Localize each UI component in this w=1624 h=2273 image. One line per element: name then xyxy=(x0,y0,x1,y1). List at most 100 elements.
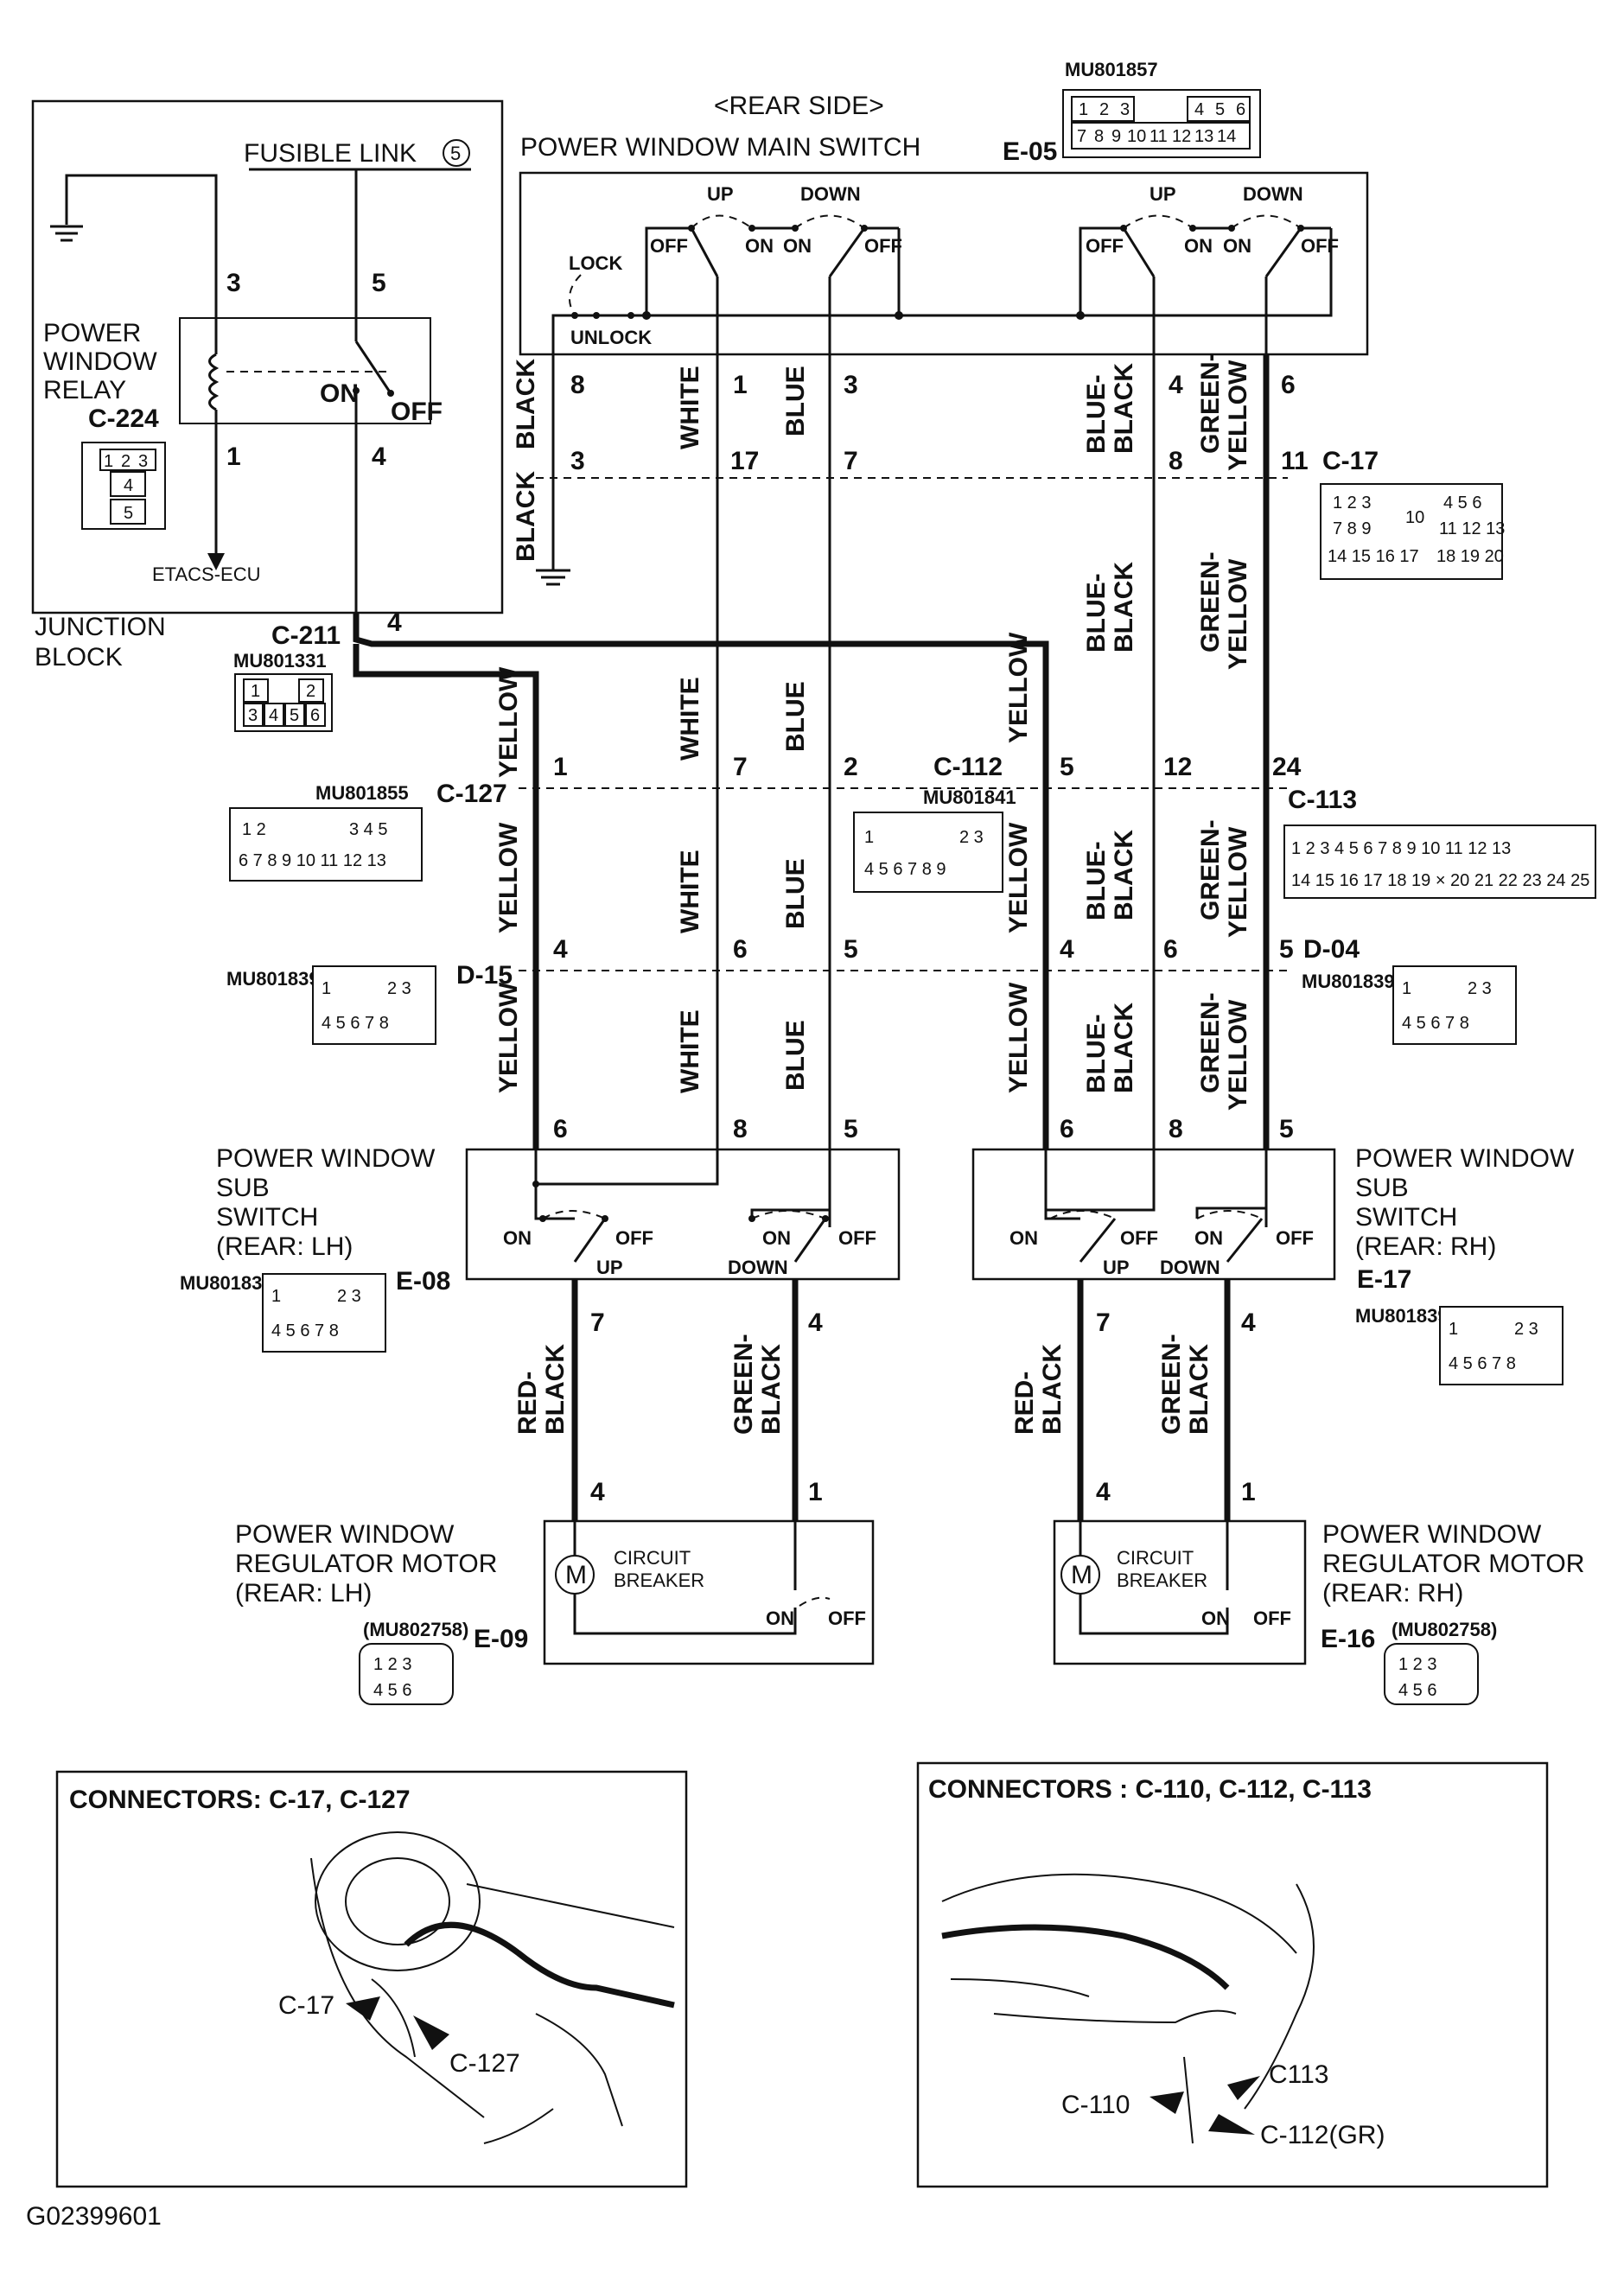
panel-left-title: CONNECTORS: C-17, C-127 xyxy=(69,1786,411,1814)
svg-text:4: 4 xyxy=(269,706,278,725)
e09-pin-1: 1 xyxy=(808,1478,823,1506)
svg-text:1: 1 xyxy=(1079,100,1088,119)
e08-part-no: MU801839 xyxy=(180,1272,273,1294)
d15-part-no: MU801839 xyxy=(226,968,320,990)
wire-label-green-yellow-1b: YELLOW xyxy=(1224,360,1252,471)
svg-text:2 3: 2 3 xyxy=(959,828,984,847)
c113-connector-icon: 1 2 3 4 5 6 7 8 9 10 11 12 13 14 15 16 1… xyxy=(1283,825,1596,899)
fusible-link-number: 5 xyxy=(450,143,461,164)
wire-label-yellow-6: YELLOW xyxy=(1004,982,1033,1093)
svg-text:1 2: 1 2 xyxy=(242,820,266,839)
svg-text:4 5 6 7 8: 4 5 6 7 8 xyxy=(1449,1354,1516,1373)
wires xyxy=(353,354,1270,1521)
relay-pin-5: 5 xyxy=(372,269,386,297)
d15-pin-6: 6 xyxy=(733,935,748,964)
svg-text:4: 4 xyxy=(1194,100,1204,119)
svg-text:9: 9 xyxy=(1111,127,1121,146)
arrow-icon xyxy=(1150,2092,1184,2114)
rh-motor-label-3: (REAR: RH) xyxy=(1322,1579,1463,1608)
callout-c110-label: C-110 xyxy=(1061,2091,1130,2119)
c17-pin-7: 7 xyxy=(844,447,858,475)
main-switch-view-label: <REAR SIDE> xyxy=(714,92,884,120)
e08-pin-4: 4 xyxy=(808,1308,823,1337)
c127-pin-1: 1 xyxy=(553,753,568,781)
d04-part-no: MU801839 xyxy=(1302,971,1395,992)
wire-label-blue-4: BLUE xyxy=(781,1020,810,1091)
svg-text:6 7 8 9 10 11 12 13: 6 7 8 9 10 11 12 13 xyxy=(239,851,386,870)
e09-pin-4: 4 xyxy=(590,1478,605,1506)
main-left-off-2: OFF xyxy=(864,235,902,257)
svg-text:4: 4 xyxy=(124,476,133,495)
e17-pin-7: 7 xyxy=(1096,1308,1111,1337)
arrow-icon xyxy=(413,2015,449,2050)
c112-pin-24: 24 xyxy=(1272,753,1302,781)
main-pin-1: 1 xyxy=(733,371,748,399)
svg-text:1: 1 xyxy=(271,1287,281,1306)
e08-on-label-1: ON xyxy=(503,1227,532,1249)
main-right-on-1: ON xyxy=(1184,235,1213,257)
svg-text:3: 3 xyxy=(1120,100,1130,119)
rh-breaker-label-2: BREAKER xyxy=(1117,1569,1207,1591)
wire-label-yellow-2: YELLOW xyxy=(1004,632,1033,743)
svg-text:18 19 20: 18 19 20 xyxy=(1436,547,1504,566)
rh-motor-symbol: M xyxy=(1071,1561,1092,1589)
lh-breaker-label-2: BREAKER xyxy=(614,1569,704,1591)
e08-connector-id: E-08 xyxy=(396,1267,450,1296)
wire-label-white-4: WHITE xyxy=(676,1009,704,1093)
callout-c113-label: C113 xyxy=(1269,2060,1329,2089)
wire-label-green-yellow-3a: GREEN- xyxy=(1196,819,1225,920)
arrow-icon xyxy=(1208,2114,1255,2135)
svg-text:1: 1 xyxy=(322,979,331,998)
main-right-on-2: ON xyxy=(1223,235,1251,257)
d04-pin-4: 4 xyxy=(1060,935,1074,964)
e17-connector-id: E-17 xyxy=(1357,1265,1411,1294)
power-window-main-switch: <REAR SIDE> POWER WINDOW MAIN SWITCH E-0… xyxy=(519,59,1369,356)
e08-pin-8: 8 xyxy=(733,1115,748,1143)
relay-label-2: WINDOW xyxy=(43,347,157,376)
main-left-down-label: DOWN xyxy=(800,183,861,205)
svg-text:3: 3 xyxy=(248,706,258,725)
svg-text:5: 5 xyxy=(124,504,133,523)
svg-text:11 12 13: 11 12 13 xyxy=(1439,519,1505,538)
wire-label-green-yellow-2a: GREEN- xyxy=(1196,551,1225,653)
wire-label-yellow-1: YELLOW xyxy=(494,666,523,778)
wire-label-blue-3: BLUE xyxy=(781,858,810,929)
svg-text:4 5 6 7 8: 4 5 6 7 8 xyxy=(1402,1014,1469,1033)
c211-connector-id: C-211 xyxy=(271,621,341,650)
rh-sub-switch-label-1: POWER WINDOW xyxy=(1355,1144,1575,1173)
e08-on-label-2: ON xyxy=(762,1227,791,1249)
svg-text:4 5 6 7 8 9: 4 5 6 7 8 9 xyxy=(864,860,946,879)
lock-label: LOCK xyxy=(569,252,622,274)
svg-text:2 3: 2 3 xyxy=(1468,979,1492,998)
rh-breaker-on: ON xyxy=(1201,1608,1230,1629)
main-switch-connector-id: E-05 xyxy=(1003,137,1057,166)
svg-text:6: 6 xyxy=(1236,100,1245,119)
e08-off-label-1: OFF xyxy=(615,1227,653,1249)
wire-label-blue-1: BLUE xyxy=(781,366,810,436)
d15-pin-4: 4 xyxy=(553,935,568,964)
c17-pin-17: 17 xyxy=(730,447,759,475)
wire-label-blue-2: BLUE xyxy=(781,681,810,752)
e08-off-label-2: OFF xyxy=(838,1227,876,1249)
wire-label-blue-black-4a: BLUE- xyxy=(1082,1014,1111,1093)
svg-text:11: 11 xyxy=(1150,127,1168,146)
wire-label-white-3: WHITE xyxy=(676,850,704,933)
e17-on-label-2: ON xyxy=(1194,1227,1223,1249)
e08-up-label: UP xyxy=(596,1257,623,1278)
motor-rear-lh: POWER WINDOW REGULATOR MOTOR (REAR: LH) … xyxy=(235,1478,875,1705)
e08-down-label: DOWN xyxy=(728,1257,788,1278)
main-switch-pins: 8 1 3 4 6 xyxy=(570,371,1296,399)
svg-text:4 5 6 7 8: 4 5 6 7 8 xyxy=(271,1321,339,1340)
relay-box xyxy=(179,317,431,424)
wire-label-blue-black-1a: BLUE- xyxy=(1082,374,1111,454)
svg-text:4 5 6: 4 5 6 xyxy=(1443,493,1481,513)
figure-id: G02399601 xyxy=(26,2202,162,2231)
connector-location-panel-right: CONNECTORS : C-110, C-112, C-113 C-110 C… xyxy=(916,1761,1549,2188)
svg-text:4 5 6: 4 5 6 xyxy=(373,1681,411,1700)
